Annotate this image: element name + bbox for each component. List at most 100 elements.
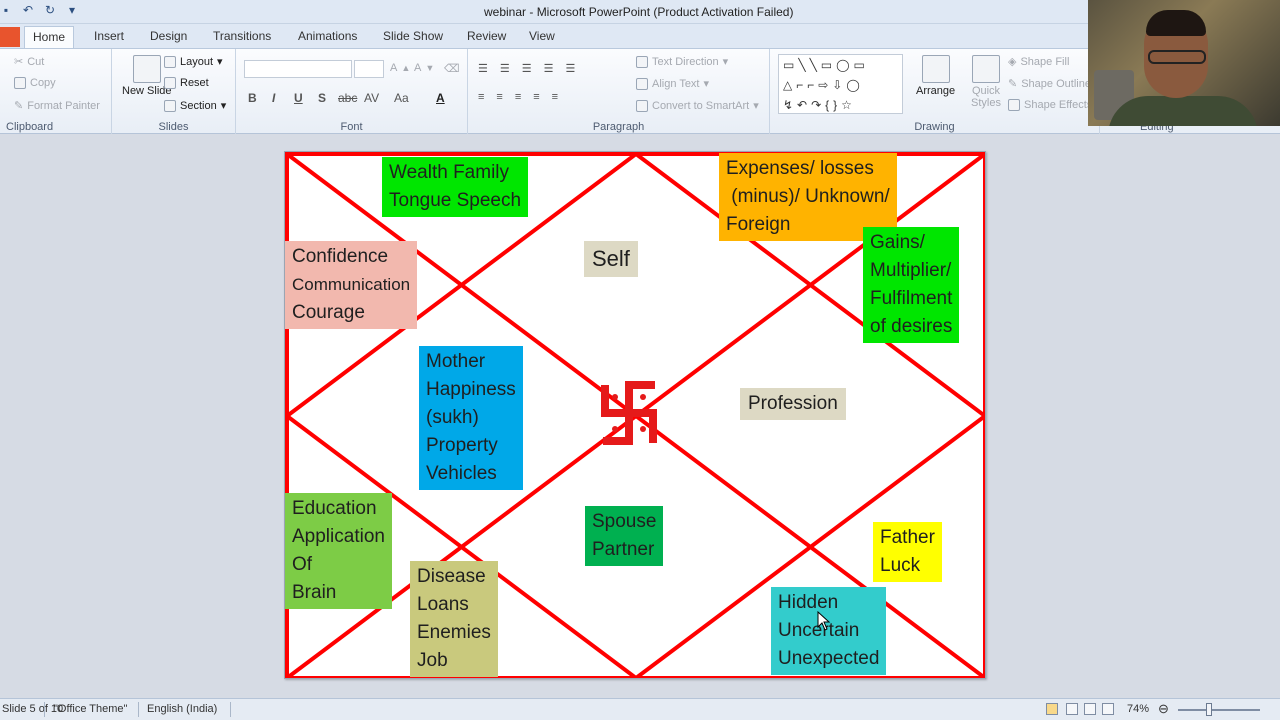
layout-button[interactable]: Layout ▾: [164, 55, 223, 68]
tab-animations[interactable]: Animations: [298, 29, 358, 43]
house-3-box[interactable]: Confidence Communication Courage: [285, 241, 418, 329]
font-name-select[interactable]: [244, 60, 352, 78]
effects-icon: [1008, 99, 1020, 111]
tab-view[interactable]: View: [529, 29, 555, 43]
underline-button[interactable]: U: [294, 91, 303, 105]
language[interactable]: English (India): [147, 703, 218, 715]
shape-fill-button[interactable]: ◈Shape Fill: [1008, 55, 1070, 69]
slide-canvas[interactable]: Wealth Family Tongue Speech Expenses/ lo…: [284, 151, 986, 679]
house-1-box[interactable]: Self: [584, 241, 638, 277]
shapes-gallery[interactable]: ▭╲╲▭◯▭△⌐⌐⇨⇩◯↯↶↷{}☆: [778, 54, 903, 114]
house-7-box[interactable]: Spouse Partner: [585, 506, 664, 566]
window-title: webinar - Microsoft PowerPoint (Product …: [484, 5, 794, 19]
slideshow-view-icon[interactable]: [1102, 703, 1114, 715]
text-direction-button[interactable]: Text Direction ▾: [636, 55, 728, 68]
zoom-out-icon[interactable]: ⊖: [1158, 701, 1169, 716]
zoom-slider[interactable]: [1178, 709, 1260, 711]
house-5-box[interactable]: Education Application Of Brain: [285, 493, 392, 609]
shadow-button[interactable]: S: [318, 91, 327, 105]
mouse-cursor-icon: [817, 611, 831, 631]
italic-button[interactable]: I: [272, 91, 276, 105]
cut-button[interactable]: ✂Cut: [14, 55, 45, 69]
zoom-slider-thumb[interactable]: [1206, 703, 1212, 716]
ribbon: ✂Cut Copy ✎Format Painter Clipboard New …: [0, 48, 1280, 135]
file-tab[interactable]: [0, 27, 20, 47]
paragraph-group: ☰☰☰☰☰ Text Direction ▾ Align Text ▾ Conv…: [468, 49, 770, 135]
swastika-symbol: [601, 381, 657, 445]
align-text-icon: [636, 77, 648, 90]
tab-home[interactable]: Home: [24, 26, 75, 49]
smartart-button[interactable]: Convert to SmartArt ▾: [636, 99, 759, 112]
list-buttons[interactable]: ☰☰☰☰☰: [478, 63, 588, 75]
strikethrough-button[interactable]: abc: [338, 91, 358, 105]
reading-view-icon[interactable]: [1084, 703, 1096, 715]
section-icon: [164, 99, 176, 112]
shape-outline-button[interactable]: ✎Shape Outline: [1008, 77, 1091, 91]
swastika-shape: [601, 381, 657, 445]
alignment-buttons[interactable]: ≡≡≡≡≡: [478, 91, 571, 103]
reset-button[interactable]: Reset: [164, 77, 209, 89]
house-11-box[interactable]: Gains/ Multiplier/ Fulfilment of desires: [863, 227, 960, 343]
font-label: Font: [340, 121, 363, 133]
quick-styles-button[interactable]: Quick Styles: [966, 55, 1006, 109]
scissors-icon: ✂: [14, 56, 24, 68]
drawing-group: ▭╲╲▭◯▭△⌐⌐⇨⇩◯↯↶↷{}☆ Arrange Quick Styles …: [770, 49, 1100, 135]
text-direction-icon: [636, 55, 648, 68]
font-color-button[interactable]: A: [436, 91, 445, 105]
clear-format-icon[interactable]: ⌫: [444, 63, 460, 75]
house-6-box[interactable]: Disease Loans Enemies Job: [410, 561, 498, 677]
house-4-box[interactable]: Mother Happiness (sukh) Property Vehicle…: [419, 346, 523, 490]
diamond-edge-4: [285, 152, 638, 418]
arrange-button[interactable]: Arrange: [916, 55, 955, 97]
reset-icon: [164, 77, 176, 89]
slides-label: Slides: [158, 121, 189, 133]
customize-qat-icon[interactable]: ▾: [68, 3, 76, 17]
clipboard-group: ✂Cut Copy ✎Format Painter Clipboard: [0, 49, 112, 135]
zoom-level[interactable]: 74%: [1127, 703, 1150, 715]
font-group: A▲ A▼ ⌫ B I U S abc AV Aa A Font: [236, 49, 468, 135]
pen-icon: ✎: [1008, 78, 1018, 90]
section-button[interactable]: Section ▾: [164, 99, 226, 112]
paint-bucket-icon: ◈: [1008, 56, 1017, 68]
redo-icon[interactable]: ↻: [44, 3, 56, 17]
slides-group: New Slide Layout ▾ Reset Section ▾ Slide…: [112, 49, 236, 135]
grow-font-icon[interactable]: A▲: [390, 62, 411, 74]
slide-number: Slide 5 of 10: [2, 703, 64, 715]
format-painter-button[interactable]: ✎Format Painter: [14, 99, 100, 113]
shape-effects-button[interactable]: Shape Effects: [1008, 99, 1092, 111]
house-12-box[interactable]: Expenses/ losses (minus)/ Unknown/ Forei…: [719, 153, 897, 241]
paintbrush-icon: ✎: [14, 100, 24, 112]
layout-icon: [164, 55, 176, 68]
slide-sorter-icon[interactable]: [1066, 703, 1078, 715]
new-slide-button[interactable]: New Slide: [122, 55, 172, 97]
webcam-video: [1088, 0, 1280, 126]
save-icon[interactable]: ▪: [3, 3, 9, 17]
house-10-box[interactable]: Profession: [740, 388, 846, 420]
copy-icon: [14, 77, 26, 89]
house-8-box[interactable]: Hidden Uncertain Unexpected: [771, 587, 887, 675]
normal-view-icon[interactable]: [1046, 703, 1058, 715]
tab-insert[interactable]: Insert: [94, 29, 125, 43]
font-size-select[interactable]: [354, 60, 384, 78]
drawing-label: Drawing: [914, 121, 955, 133]
undo-icon[interactable]: ↶: [22, 3, 34, 17]
ribbon-tabs: Home Insert Design Transitions Animation…: [0, 24, 1280, 49]
house-9-box[interactable]: Father Luck: [873, 522, 942, 582]
tab-review[interactable]: Review: [467, 29, 507, 43]
tab-transitions[interactable]: Transitions: [213, 29, 272, 43]
bold-button[interactable]: B: [248, 91, 257, 105]
copy-button[interactable]: Copy: [14, 77, 56, 89]
tab-design[interactable]: Design: [150, 29, 188, 43]
smartart-icon: [636, 99, 648, 112]
change-case-button[interactable]: Aa: [394, 91, 409, 105]
house-2-box[interactable]: Wealth Family Tongue Speech: [382, 157, 529, 217]
new-slide-icon: [132, 55, 161, 83]
shrink-font-icon[interactable]: A▼: [414, 62, 435, 74]
align-text-button[interactable]: Align Text ▾: [636, 77, 709, 90]
tab-slide-show[interactable]: Slide Show: [383, 29, 444, 43]
char-spacing-button[interactable]: AV: [364, 91, 380, 105]
diamond-edge-2: [634, 414, 985, 678]
title-bar: ▪ ↶ ↻ ▾ webinar - Microsoft PowerPoint (…: [0, 0, 1280, 24]
paragraph-label: Paragraph: [592, 121, 645, 133]
theme-name[interactable]: "Office Theme": [54, 703, 128, 715]
